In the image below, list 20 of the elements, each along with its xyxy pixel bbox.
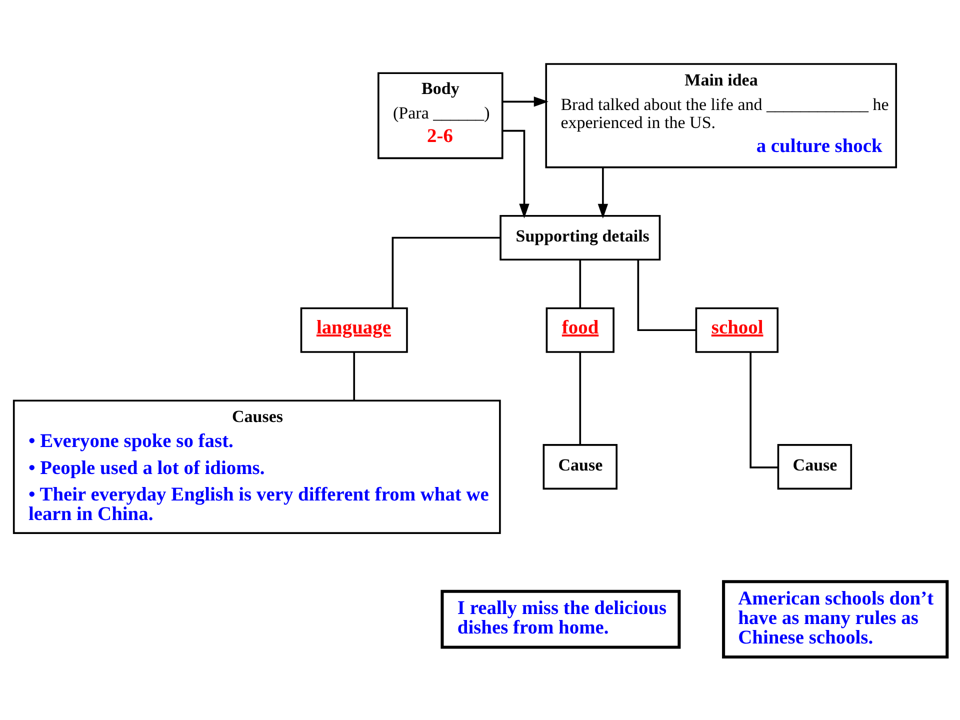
node-box: Body (Para ______) 2-6: [377, 72, 503, 159]
node-box: Causes • Everyone spoke so fast. • People used a lot of idioms. • Their everyday English is very different from what we learn in China.: [12, 399, 500, 534]
connector: [578, 259, 581, 308]
connector: [578, 352, 581, 444]
node-box: Cause: [776, 444, 852, 490]
node-box: school: [694, 306, 778, 352]
connector: [391, 236, 500, 308]
arrow: [502, 129, 529, 218]
connector: [636, 259, 696, 331]
node-box: American schools don’t have as many rules as Chinese schools.: [722, 580, 948, 658]
connector: [749, 352, 778, 468]
node-box: Supporting details: [499, 214, 660, 260]
connector: [352, 352, 355, 400]
node-box: Main idea Brad talked about the life and ____________ he experienced in the US. a culture shock: [544, 62, 897, 168]
arrow: [597, 166, 608, 218]
node-box: Cause: [542, 444, 618, 490]
node-box: food: [545, 306, 614, 352]
arrow: [502, 96, 548, 106]
node-box: language: [300, 306, 408, 352]
node-box: I really miss the delicious dishes from home.: [440, 589, 680, 648]
